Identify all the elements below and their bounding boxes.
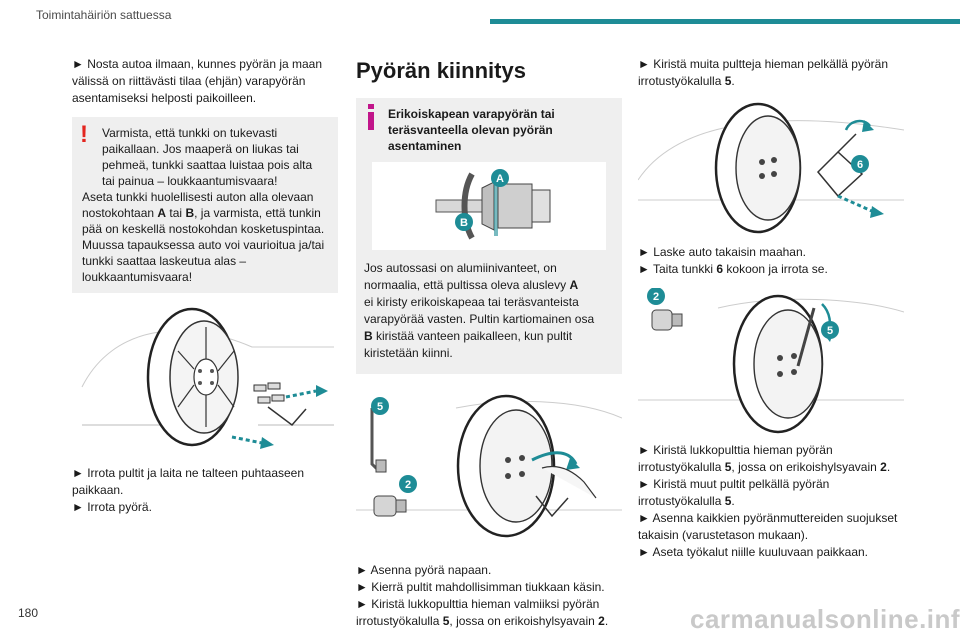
intro-paragraph: ► Nosta autoa ilmaan, kunnes pyörän ja m… xyxy=(72,57,323,105)
col3-step-2: ► Laske auto takaisin maahan. xyxy=(638,245,806,259)
wheel-mounting-illustration: 5 2 xyxy=(356,394,622,538)
section-heading: Pyörän kiinnitys xyxy=(356,58,526,83)
col2-step-3: ► Kiristä lukkopulttia hieman valmiiksi … xyxy=(356,597,609,628)
callout-b: B xyxy=(460,217,468,229)
info-box: Erikoiskapean varapyörän tai teräsvantee… xyxy=(356,98,622,374)
column-2: Pyörän kiinnitys Erikoiskapean varapyörä… xyxy=(356,56,622,630)
column-1: ► Nosta autoa ilmaan, kunnes pyörän ja m… xyxy=(72,56,338,516)
warning-line-1: Varmista, että tunkki on tukevasti xyxy=(102,126,278,140)
callout-2b: 2 xyxy=(653,291,659,303)
wheel-bolt-illustration: A B xyxy=(372,162,606,250)
col3-step-5: ► Kiristä muut pultit pelkällä pyörän ir… xyxy=(638,477,830,508)
callout-a: A xyxy=(496,173,504,185)
warning-icon: ! xyxy=(80,121,88,148)
callout-6: 6 xyxy=(857,159,863,171)
info-icon xyxy=(368,104,374,130)
section-title: Toimintahäiriön sattuessa xyxy=(36,8,172,22)
info-title: Erikoiskapean varapyörän tai teräsvantee… xyxy=(388,107,555,153)
callout-2: 2 xyxy=(405,479,411,491)
lock-bolt-tightening-illustration: 5 2 xyxy=(638,288,904,434)
col3-step-1: ► Kiristä muita pultteja hieman pelkällä… xyxy=(638,57,889,88)
col3-step-4: ► Kiristä lukkopulttia hieman pyörän irr… xyxy=(638,443,891,474)
column-3: ► Kiristä muita pultteja hieman pelkällä… xyxy=(638,56,904,561)
wheel-removal-illustration xyxy=(81,307,334,449)
col3-step-6: ► Asenna kaikkien pyöränmuttereiden suoj… xyxy=(638,511,898,542)
col3-step-7: ► Aseta työkalut niille kuuluvaan paikka… xyxy=(638,545,869,559)
callout-5: 5 xyxy=(377,401,383,413)
col3-step-3: ► Taita tunkki 6 kokoon ja irrota se. xyxy=(638,262,828,276)
warning-box: ! Varmista, että tunkki on tukevasti pai… xyxy=(72,117,338,293)
wheel-jack-illustration: 6 xyxy=(638,102,904,234)
warning-line-3: Aseta tunkki huolellisesti auton alla ol… xyxy=(82,190,325,284)
col2-step-1: ► Asenna pyörä napaan. xyxy=(356,563,492,577)
warning-line-2: paikallaan. Jos maaperä on liukas tai pe… xyxy=(102,142,313,188)
watermark: carmanualsonline.info xyxy=(690,604,960,634)
col2-step-2: ► Kierrä pultit mahdollisimman tiukkaan … xyxy=(356,580,605,594)
callout-5b: 5 xyxy=(827,325,833,337)
col1-step-1: ► Irrota pultit ja laita ne talteen puht… xyxy=(72,466,305,497)
col1-step-2: ► Irrota pyörä. xyxy=(72,500,152,514)
page-number: 180 xyxy=(18,606,39,620)
header-accent-bar xyxy=(490,19,960,24)
info-text: Jos autossasi on alumiinivanteet, on nor… xyxy=(364,261,595,360)
